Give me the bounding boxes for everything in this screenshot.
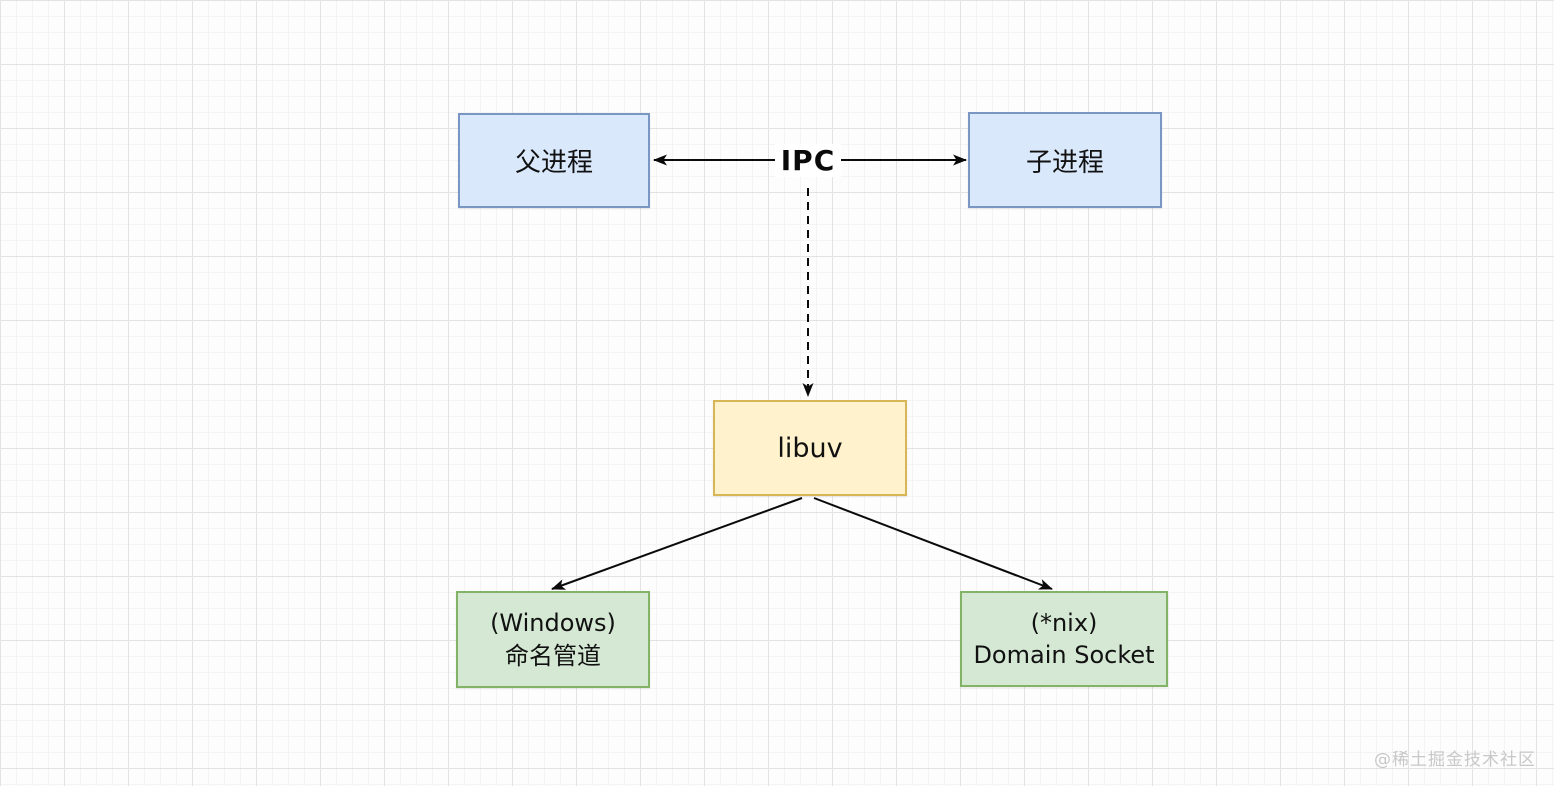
parent-process-label: 父进程 bbox=[514, 148, 593, 178]
node-libuv: libuv bbox=[713, 400, 907, 496]
node-child-process: 子进程 bbox=[968, 112, 1162, 208]
windows-named-pipe-line2: 命名管道 bbox=[505, 641, 601, 670]
ipc-edge-label: IPC bbox=[775, 144, 841, 177]
libuv-to-windows-arrow bbox=[551, 497, 803, 590]
nix-domain-socket-line1: (*nix) bbox=[1030, 608, 1098, 637]
libuv-to-nix-arrow bbox=[813, 497, 1053, 590]
nix-domain-socket-line2: Domain Socket bbox=[973, 641, 1155, 669]
child-process-label: 子进程 bbox=[1025, 147, 1104, 178]
libuv-label: libuv bbox=[777, 432, 843, 464]
windows-named-pipe-line1: (Windows) bbox=[490, 609, 616, 638]
juejin-watermark: @稀土掘金技术社区 bbox=[1374, 750, 1536, 770]
node-parent-process: 父进程 bbox=[458, 113, 650, 208]
node-windows-named-pipe: (Windows) 命名管道 bbox=[456, 591, 650, 688]
node-nix-domain-socket: (*nix) Domain Socket bbox=[960, 591, 1168, 687]
